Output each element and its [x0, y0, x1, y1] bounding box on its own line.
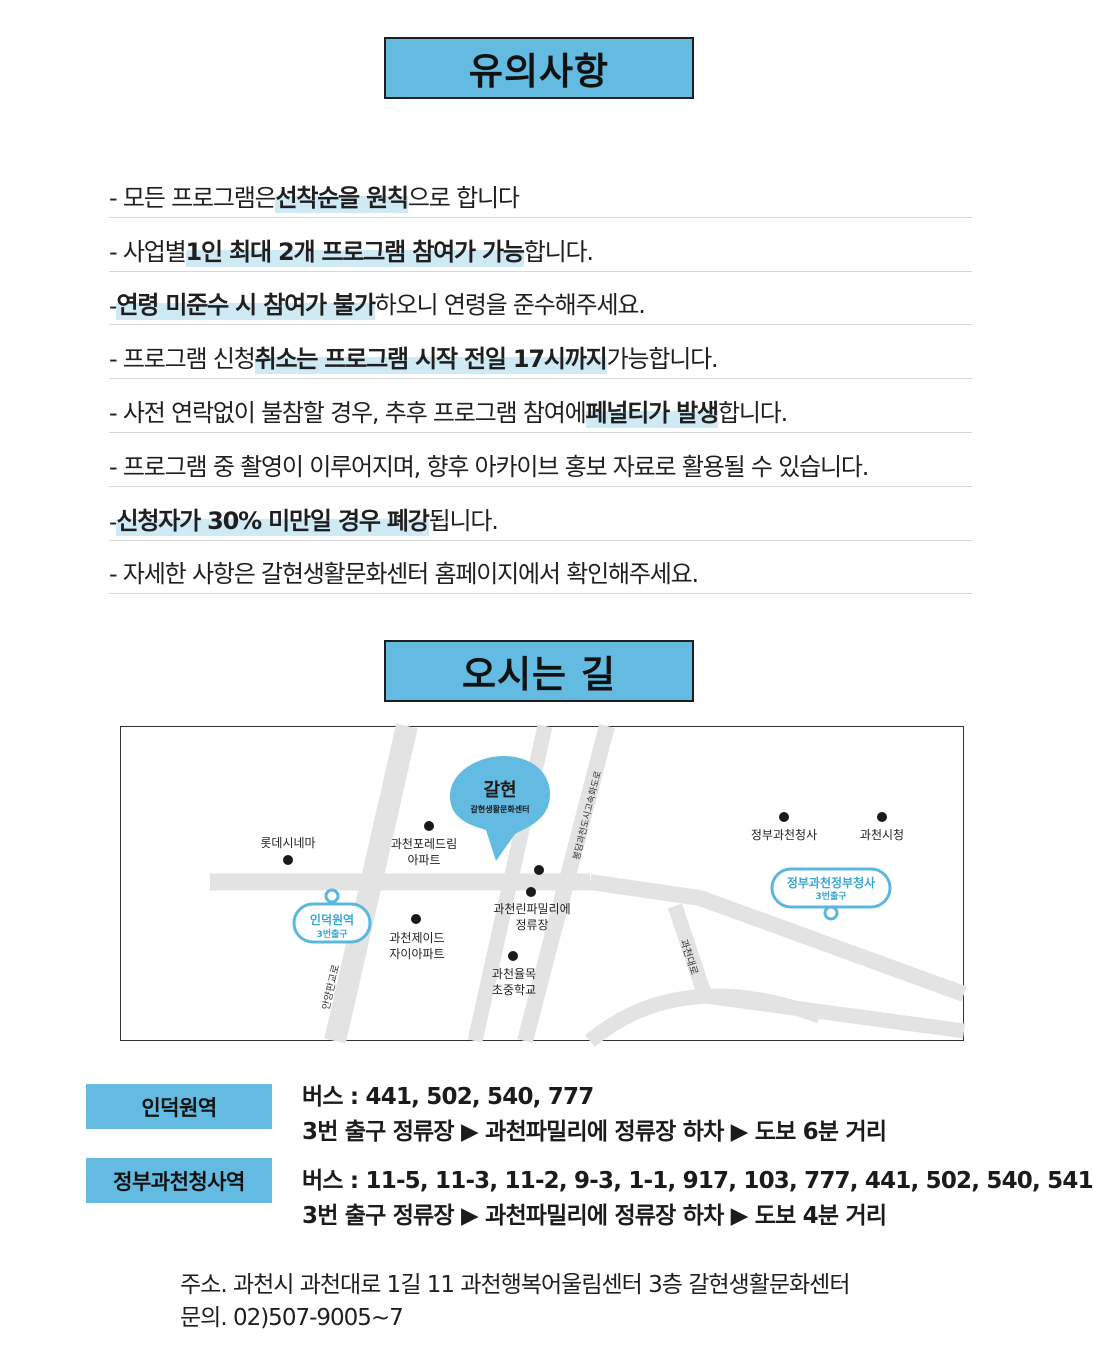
place-label: 과천시청 — [860, 827, 904, 842]
place-label: 아파트 — [407, 853, 440, 867]
place-label: 롯데시네마 — [260, 836, 315, 850]
contact: 문의. 02)507-9005~7 — [180, 1305, 404, 1331]
location-map: 갈현 갈현생활문화센터 롯데시네마 과천포레드림 아파트 과천린파밀리에 정류장… — [120, 723, 967, 1047]
notice-title: 유의사항 — [384, 37, 694, 99]
center-name: 갈현생활문화센터 — [471, 804, 530, 814]
place-label: 초중학교 — [492, 983, 536, 997]
notice-item: - 자세한 사항은 갈현생활문화센터 홈페이지에서 확인해주세요. — [109, 541, 972, 595]
station-pin-icon — [823, 905, 839, 921]
station-pin-icon — [324, 888, 340, 904]
place-label: 과천포레드림 — [391, 836, 457, 851]
walk-directions: 3번 출구 정류장 ▶ 과천파밀리에 정류장 하차 ▶ 도보 4분 거리 — [302, 1203, 887, 1229]
station-label: 정부과천정부청사 — [787, 875, 875, 890]
place-label: 과천린파밀리에 — [493, 901, 570, 916]
place-dot — [411, 914, 421, 924]
station-exit: 3번출구 — [815, 890, 846, 902]
place-dot — [779, 812, 789, 822]
station-tag-gov: 정부과천청사역 — [86, 1158, 272, 1203]
place-dot — [283, 855, 293, 865]
place-dot — [526, 887, 536, 897]
place-label: 과천제이드 — [389, 930, 444, 945]
place-dot — [424, 821, 434, 831]
place-label: 과천율목 — [492, 966, 536, 981]
notice-item: - 프로그램 중 촬영이 이루어지며, 향후 아카이브 홍보 자료로 활용될 수… — [109, 433, 972, 487]
place-label: 정부과천청사 — [751, 827, 817, 842]
bus-list: 버스 : 11-5, 11-3, 11-2, 9-3, 1-1, 917, 10… — [302, 1168, 1093, 1194]
address: 주소. 과천시 과천대로 1길 11 과천행복어울림센터 3층 갈현생활문화센터 — [180, 1272, 851, 1298]
place-dot — [534, 865, 544, 875]
station-label: 인덕원역 — [310, 912, 354, 927]
bus-list: 버스 : 441, 502, 540, 777 — [302, 1084, 594, 1110]
center-logo: 갈현 — [483, 779, 516, 801]
place-label: 정류장 — [515, 918, 548, 932]
directions-title: 오시는 길 — [384, 640, 694, 702]
place-dot — [508, 951, 518, 961]
place-dot — [877, 812, 887, 822]
map-pin-icon — [450, 756, 550, 861]
notice-item: - 프로그램 신청 취소는 프로그램 시작 전일 17시까지 가능합니다. — [109, 325, 972, 380]
place-label: 자이아파트 — [389, 947, 444, 961]
station-marker-induk — [292, 902, 372, 944]
station-exit: 3번출구 — [316, 928, 347, 940]
station-tag-induk: 인덕원역 — [86, 1084, 272, 1129]
walk-directions: 3번 출구 정류장 ▶ 과천파밀리에 정류장 하차 ▶ 도보 6분 거리 — [302, 1119, 887, 1145]
